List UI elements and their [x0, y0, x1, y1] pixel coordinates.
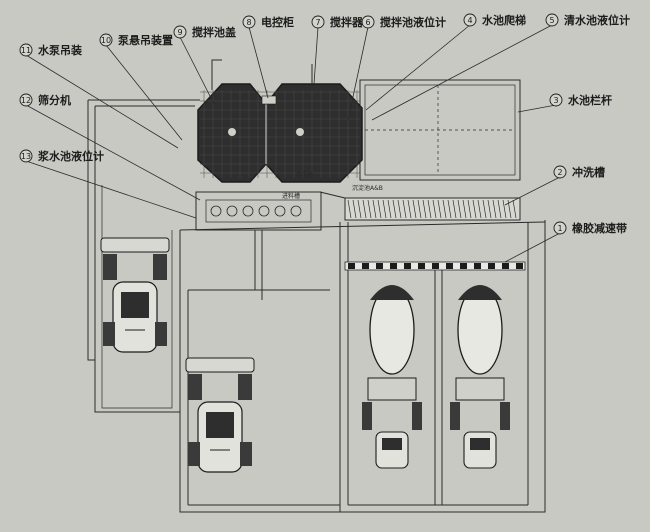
callout-number-circle — [549, 93, 563, 107]
callout-leader — [179, 36, 215, 105]
callout-text: 泵悬吊装置 — [118, 33, 173, 47]
callout-7: 7 搅拌器 — [311, 15, 364, 85]
callout-6: 6 搅拌池液位计 — [347, 15, 446, 121]
callout-number-circle — [463, 13, 477, 27]
vehicles — [100, 237, 510, 473]
callout-text: 搅拌池盖 — [192, 25, 236, 39]
callout-leader — [105, 44, 183, 141]
loader-left — [100, 237, 170, 353]
callout-text: 筛分机 — [38, 93, 71, 107]
callout-12: 12 筛分机 — [19, 93, 201, 201]
callout-9: 9 搅拌池盖 — [173, 25, 236, 105]
callout-4: 4 水池爬梯 — [365, 13, 526, 111]
wash-label-inner: 冲洗槽 — [295, 171, 313, 179]
callout-leader — [25, 104, 201, 201]
rubber-speed-bump — [344, 261, 526, 271]
callout-number: 8 — [246, 18, 251, 27]
callout-number: 2 — [557, 168, 562, 177]
callout-number-circle — [19, 149, 33, 163]
callout-number-circle — [242, 15, 256, 29]
callout-leader — [25, 160, 197, 219]
callout-text: 橡胶减速带 — [572, 221, 627, 235]
callout-number: 11 — [21, 46, 31, 55]
callout-number: 6 — [365, 18, 370, 27]
callout-number-circle — [553, 221, 567, 235]
callout-leader — [248, 26, 269, 99]
callout-number-circle — [553, 165, 567, 179]
callout-text: 水池栏杆 — [568, 93, 612, 107]
callout-10: 10 泵悬吊装置 — [99, 33, 183, 141]
callout-leader — [313, 26, 319, 85]
callout-text: 水池爬梯 — [482, 13, 526, 27]
callout-number-circle — [19, 93, 33, 107]
mixer-truck-left — [362, 285, 422, 469]
callout-number: 5 — [549, 16, 554, 25]
plant-outline — [87, 99, 546, 513]
callout-number: 1 — [557, 224, 562, 233]
callout-leader — [504, 232, 561, 263]
callout-1: 1 橡胶减速带 — [504, 221, 627, 263]
callout-number: 12 — [21, 96, 31, 105]
wash-channel: 沉淀池A&B — [344, 184, 521, 221]
callout-leader — [347, 26, 369, 121]
callout-leader — [25, 54, 179, 149]
feeding-label: 进料槽 — [282, 192, 300, 200]
callout-text: 冲洗槽 — [572, 165, 605, 179]
callout-text: 搅拌池液位计 — [380, 15, 446, 29]
callout-13: 13 浆水池液位计 — [19, 149, 197, 219]
callout-5: 5 清水池液位计 — [371, 13, 630, 121]
clear-water-pool — [359, 79, 521, 181]
callout-number-circle — [99, 33, 113, 47]
callout-text: 浆水池液位计 — [38, 149, 104, 163]
callout-number: 4 — [467, 16, 472, 25]
callout-text: 电控柜 — [261, 15, 294, 29]
callouts: 1 橡胶减速带 2 冲洗槽 3 水池栏杆 4 水池爬梯 5 清水池液位计 6 搅拌池液位计 7 搅拌器 8 电… — [19, 13, 630, 263]
callout-number-circle — [19, 43, 33, 57]
callout-number: 9 — [177, 28, 182, 37]
callout-number: 3 — [553, 96, 558, 105]
callout-number: 10 — [101, 36, 111, 45]
callout-number-circle — [361, 15, 375, 29]
callout-number: 13 — [21, 152, 31, 161]
callout-number-circle — [545, 13, 559, 27]
stirring-tanks — [197, 59, 363, 183]
callout-number-circle — [173, 25, 187, 39]
callout-number: 7 — [315, 18, 320, 27]
pool-ab-label: 沉淀池A&B — [352, 184, 383, 192]
callout-11: 11 水泵吊装 — [19, 43, 179, 149]
callout-leader — [365, 24, 471, 111]
screening-area: 进料槽 冲洗槽 — [195, 171, 346, 300]
callout-text: 水泵吊装 — [38, 43, 82, 57]
callout-leader — [504, 176, 561, 206]
callout-8: 8 电控柜 — [242, 15, 294, 99]
callout-3: 3 水池栏杆 — [517, 93, 612, 113]
callout-leader — [517, 104, 557, 113]
callout-number-circle — [311, 15, 325, 29]
callout-leader — [371, 24, 553, 121]
callout-text: 搅拌器 — [330, 15, 364, 29]
mixer-truck-right — [450, 285, 510, 469]
callout-text: 清水池液位计 — [564, 13, 630, 27]
callout-2: 2 冲洗槽 — [504, 165, 605, 206]
loader-center — [185, 357, 255, 473]
